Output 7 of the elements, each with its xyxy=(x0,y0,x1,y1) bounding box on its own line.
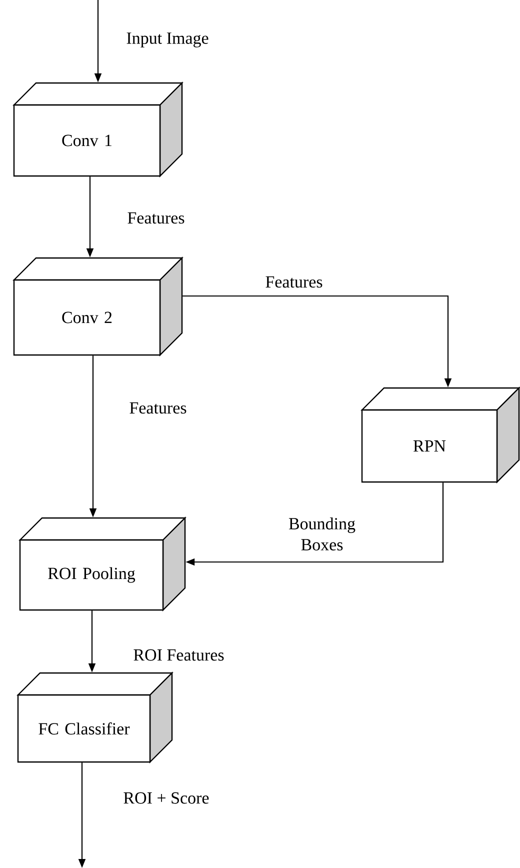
edge-label: Features xyxy=(266,276,322,288)
edge-label: ROI Features xyxy=(134,649,224,661)
edge-label: Features xyxy=(128,212,184,224)
edge-label: Features xyxy=(130,402,186,414)
edge-label: ROI + Score xyxy=(124,792,209,804)
edge-label: Input Image xyxy=(126,32,208,48)
edge-label: Bounding Boxes xyxy=(288,518,356,550)
